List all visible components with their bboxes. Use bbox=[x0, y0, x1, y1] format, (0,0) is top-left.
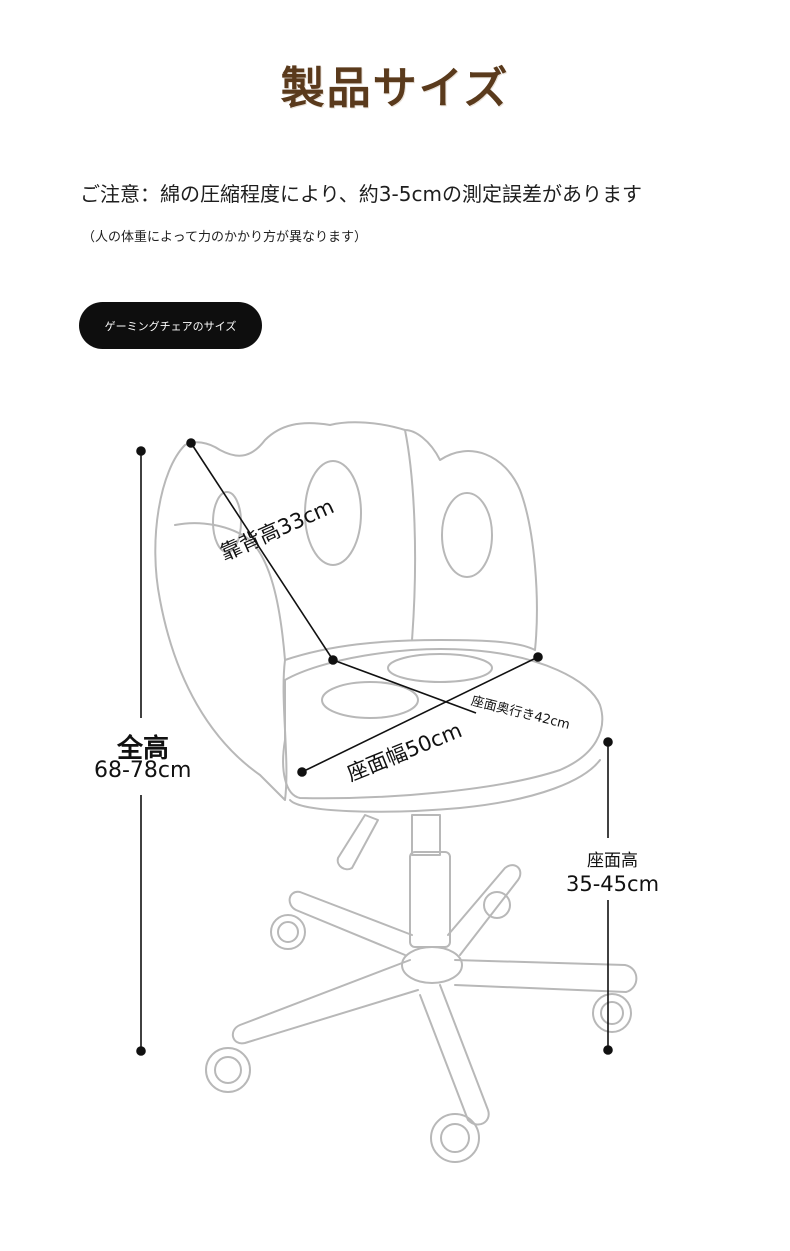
seat-height-dot-bottom bbox=[603, 1045, 613, 1055]
chair-back-hole-left bbox=[304, 460, 362, 566]
chair-base-leg-left bbox=[231, 959, 419, 1045]
chair-caster-front bbox=[430, 1113, 480, 1163]
measurement-subnote: （人の体重によって力のかかり方が異なります） bbox=[82, 230, 367, 245]
chair-lever bbox=[336, 814, 379, 871]
back-height-dot-top bbox=[186, 438, 196, 448]
total-height-dot-top bbox=[136, 446, 146, 456]
section-pill-label: ゲーミングチェアのサイズ bbox=[104, 319, 237, 333]
measurement-notice: ご注意：綿の圧縮程度により、約3-5cmの測定誤差があります bbox=[80, 182, 642, 206]
chair-caster-left bbox=[205, 1047, 251, 1093]
seat-width-dot-left bbox=[297, 767, 307, 777]
chair-seat-edge bbox=[289, 759, 601, 813]
chair-back-hole-side bbox=[212, 491, 242, 553]
chair-gas-cylinder bbox=[409, 851, 451, 948]
seat-height-dot-top bbox=[603, 737, 613, 747]
chair-caster-back-left bbox=[270, 914, 306, 950]
back-height-line bbox=[190, 442, 334, 661]
seat-height-title: 座面高 bbox=[587, 851, 638, 871]
chair-caster-right bbox=[592, 993, 632, 1033]
total-height-value: 68-78cm bbox=[94, 758, 192, 783]
chair-seat-cushion-right bbox=[387, 653, 493, 683]
chair-back-seam bbox=[404, 429, 417, 641]
chair-seat-cushion-left bbox=[321, 681, 419, 719]
chair-back-left-panel bbox=[174, 522, 286, 661]
seat-depth-line bbox=[332, 659, 477, 714]
chair-base-leg-back-left bbox=[288, 890, 413, 956]
measurement-lines bbox=[136, 438, 613, 1056]
seat-width-line bbox=[301, 656, 539, 773]
chair-caster-back-right bbox=[483, 891, 511, 919]
chair-base-leg-back-right bbox=[447, 864, 522, 956]
total-height-dot-bottom bbox=[136, 1046, 146, 1056]
page-title: 製品サイズ bbox=[280, 63, 510, 114]
section-pill: ゲーミングチェアのサイズ bbox=[79, 302, 262, 349]
seat-height-value: 35-45cm bbox=[566, 872, 660, 896]
chair-seat bbox=[282, 648, 604, 800]
chair-base-leg-front bbox=[419, 984, 490, 1126]
chair-back-hole-right bbox=[441, 492, 493, 578]
chair-base-hub bbox=[401, 946, 463, 984]
seat-width-dot-right bbox=[533, 652, 543, 662]
total-height-title: 全高 bbox=[117, 734, 170, 764]
chair-gas-lift bbox=[411, 814, 441, 856]
chair-base-leg-right bbox=[454, 959, 638, 993]
chair-backrest bbox=[154, 421, 538, 801]
chair-illustration bbox=[154, 421, 638, 1163]
